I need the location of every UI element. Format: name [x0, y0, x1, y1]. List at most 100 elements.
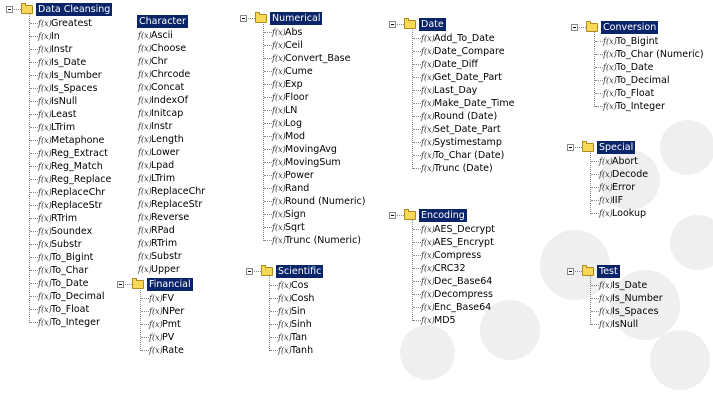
category-label[interactable]: Conversion	[601, 21, 659, 34]
function-item[interactable]: f(x)Last_Day	[408, 84, 514, 97]
function-item[interactable]: f(x)Is_Date	[25, 56, 111, 69]
function-item[interactable]: f(x)Sqrt	[259, 221, 366, 234]
category-label[interactable]: Scientific	[276, 265, 324, 278]
function-item[interactable]: f(x)To_Char	[25, 264, 111, 277]
function-item[interactable]: f(x)RTrim	[25, 212, 111, 225]
function-item[interactable]: f(x)Error	[586, 181, 648, 194]
function-item[interactable]: f(x)Reg_Replace	[25, 173, 111, 186]
function-item[interactable]: f(x)FV	[136, 292, 184, 305]
function-item[interactable]: f(x)Round (Numeric)	[259, 195, 366, 208]
function-item[interactable]: f(x)IsNull	[25, 95, 111, 108]
function-item[interactable]: f(x)CRC32	[408, 262, 495, 275]
function-item[interactable]: f(x)Reg_Extract	[25, 147, 111, 160]
function-item[interactable]: f(x)Greatest	[25, 17, 111, 30]
function-item[interactable]: f(x)MovingSum	[259, 156, 366, 169]
function-item[interactable]: f(x)Lpad	[125, 159, 205, 172]
function-item[interactable]: f(x)RTrim	[125, 237, 205, 250]
function-item[interactable]: f(x)Reverse	[125, 211, 205, 224]
function-item[interactable]: f(x)Concat	[125, 81, 205, 94]
collapse-toggle-icon[interactable]	[389, 212, 396, 219]
function-item[interactable]: f(x)To_Float	[25, 303, 111, 316]
function-item[interactable]: f(x)Tan	[265, 331, 314, 344]
function-item[interactable]: f(x)ReplaceChr	[25, 186, 111, 199]
function-item[interactable]: f(x)Convert_Base	[259, 52, 366, 65]
function-item[interactable]: f(x)Sign	[259, 208, 366, 221]
function-item[interactable]: f(x)To_Char (Numeric)	[590, 48, 704, 61]
function-item[interactable]: f(x)Cosh	[265, 292, 314, 305]
function-item[interactable]: f(x)To_Date	[590, 61, 704, 74]
function-item[interactable]: f(x)Chrcode	[125, 68, 205, 81]
collapse-toggle-icon[interactable]	[117, 281, 124, 288]
function-item[interactable]: f(x)MD5	[408, 314, 495, 327]
function-item[interactable]: f(x)Decode	[586, 168, 648, 181]
function-item[interactable]: f(x)MovingAvg	[259, 143, 366, 156]
function-item[interactable]: f(x)Instr	[125, 120, 205, 133]
function-item[interactable]: f(x)Sinh	[265, 318, 314, 331]
function-item[interactable]: f(x)Chr	[125, 55, 205, 68]
function-item[interactable]: f(x)To_Decimal	[25, 290, 111, 303]
function-item[interactable]: f(x)Is_Date	[586, 279, 663, 292]
collapse-toggle-icon[interactable]	[389, 21, 396, 28]
category-label[interactable]: Character	[137, 15, 188, 28]
function-item[interactable]: f(x)In	[25, 30, 111, 43]
function-item[interactable]: f(x)Is_Number	[25, 69, 111, 82]
function-item[interactable]: f(x)Systimestamp	[408, 136, 514, 149]
collapse-toggle-icon[interactable]	[246, 268, 253, 275]
category-label[interactable]: Special	[597, 141, 636, 154]
function-item[interactable]: f(x)Floor	[259, 91, 366, 104]
function-item[interactable]: f(x)Date_Compare	[408, 45, 514, 58]
function-item[interactable]: f(x)Cos	[265, 279, 314, 292]
function-item[interactable]: f(x)Exp	[259, 78, 366, 91]
function-item[interactable]: f(x)To_Date	[25, 277, 111, 290]
function-item[interactable]: f(x)Decompress	[408, 288, 495, 301]
function-item[interactable]: f(x)Rand	[259, 182, 366, 195]
function-item[interactable]: f(x)Compress	[408, 249, 495, 262]
function-item[interactable]: f(x)Pmt	[136, 318, 184, 331]
function-item[interactable]: f(x)Round (Date)	[408, 110, 514, 123]
function-item[interactable]: f(x)Power	[259, 169, 366, 182]
function-item[interactable]: f(x)Log	[259, 117, 366, 130]
function-item[interactable]: f(x)RPad	[125, 224, 205, 237]
function-item[interactable]: f(x)Instr	[25, 43, 111, 56]
function-item[interactable]: f(x)Ascii	[125, 29, 205, 42]
category-label[interactable]: Financial	[147, 278, 193, 291]
function-item[interactable]: f(x)Upper	[125, 263, 205, 276]
function-item[interactable]: f(x)Mod	[259, 130, 366, 143]
function-item[interactable]: f(x)Tanh	[265, 344, 314, 357]
function-item[interactable]: f(x)Is_Spaces	[586, 305, 663, 318]
function-item[interactable]: f(x)Add_To_Date	[408, 32, 514, 45]
function-item[interactable]: f(x)Length	[125, 133, 205, 146]
function-item[interactable]: f(x)PV	[136, 331, 184, 344]
function-item[interactable]: f(x)IndexOf	[125, 94, 205, 107]
function-item[interactable]: f(x)Substr	[25, 238, 111, 251]
function-item[interactable]: f(x)Trunc (Numeric)	[259, 234, 366, 247]
function-item[interactable]: f(x)Trunc (Date)	[408, 162, 514, 175]
category-label[interactable]: Date	[419, 18, 446, 31]
function-item[interactable]: f(x)LTrim	[125, 172, 205, 185]
function-item[interactable]: f(x)To_Integer	[590, 100, 704, 113]
category-label[interactable]: Test	[597, 265, 620, 278]
function-item[interactable]: f(x)LTrim	[25, 121, 111, 134]
function-item[interactable]: f(x)Initcap	[125, 107, 205, 120]
function-item[interactable]: f(x)Least	[25, 108, 111, 121]
function-item[interactable]: f(x)Soundex	[25, 225, 111, 238]
function-item[interactable]: f(x)Lookup	[586, 207, 648, 220]
function-item[interactable]: f(x)To_Bigint	[25, 251, 111, 264]
function-item[interactable]: f(x)Get_Date_Part	[408, 71, 514, 84]
function-item[interactable]: f(x)Reg_Match	[25, 160, 111, 173]
function-item[interactable]: f(x)Choose	[125, 42, 205, 55]
function-item[interactable]: f(x)IIF	[586, 194, 648, 207]
function-item[interactable]: f(x)To_Bigint	[590, 35, 704, 48]
function-item[interactable]: f(x)IsNull	[586, 318, 663, 331]
collapse-toggle-icon[interactable]	[240, 15, 247, 22]
function-item[interactable]: f(x)To_Integer	[25, 316, 111, 329]
function-item[interactable]: f(x)Date_Diff	[408, 58, 514, 71]
function-item[interactable]: f(x)To_Decimal	[590, 74, 704, 87]
function-item[interactable]: f(x)Metaphone	[25, 134, 111, 147]
function-item[interactable]: f(x)Is_Spaces	[25, 82, 111, 95]
category-label[interactable]: Numerical	[270, 12, 323, 25]
category-label[interactable]: Data Cleansing	[36, 3, 113, 16]
function-item[interactable]: f(x)AES_Encrypt	[408, 236, 495, 249]
function-item[interactable]: f(x)NPer	[136, 305, 184, 318]
function-item[interactable]: f(x)Lower	[125, 146, 205, 159]
